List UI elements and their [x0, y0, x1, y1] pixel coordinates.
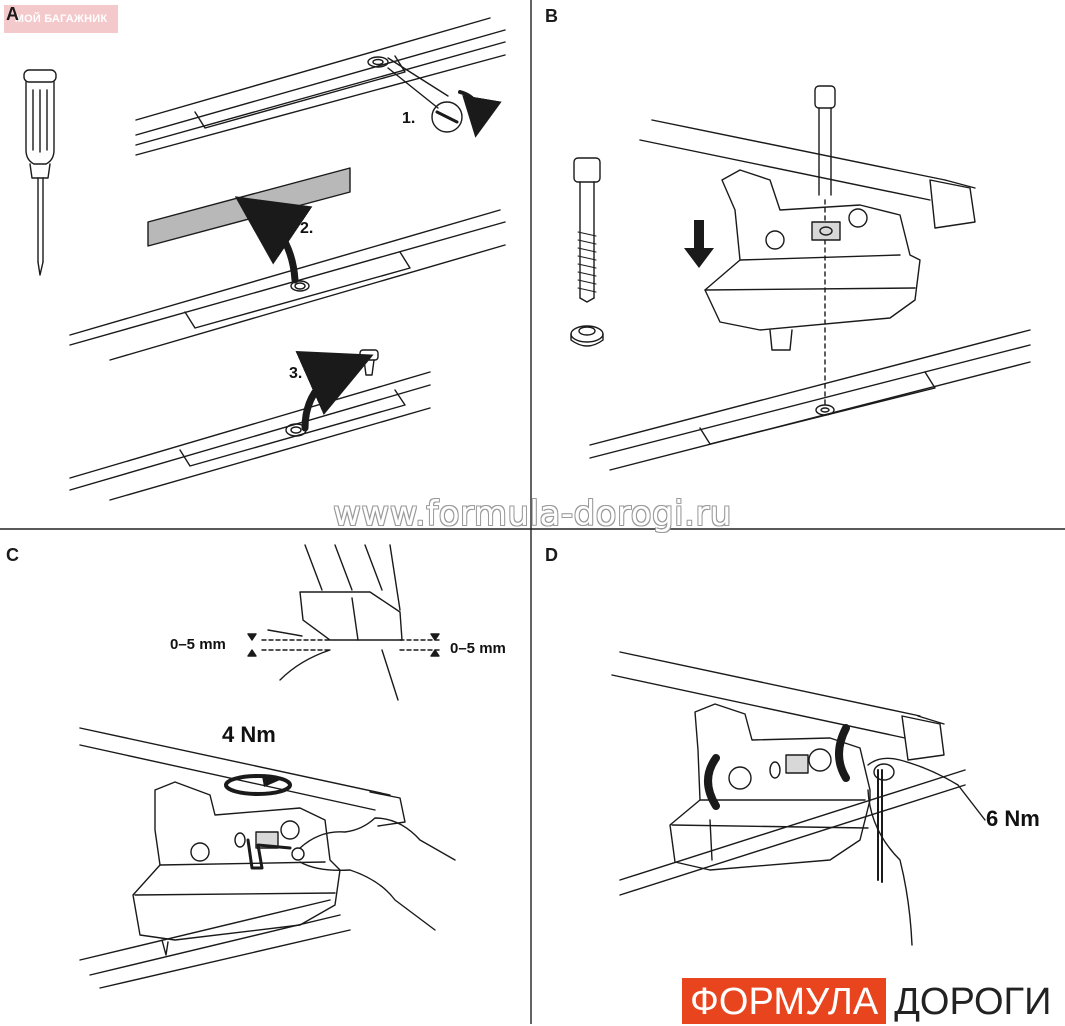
- roof-rail-3: [69, 349, 431, 501]
- roof-rail-2: [69, 196, 506, 361]
- panel-d-drawing: [611, 651, 986, 946]
- torque-arrow-icon: [224, 774, 292, 796]
- watermark: www.formula-dorogi.ru: [333, 494, 732, 534]
- roof-rail-b: [589, 329, 1031, 471]
- panel-letter-d: D: [545, 545, 558, 565]
- panel-letter-a: A: [6, 4, 19, 24]
- bolt-vertical: [814, 85, 836, 406]
- crossbar: [639, 119, 976, 229]
- panel-c-drawing: [79, 544, 456, 989]
- bolt-icon: [570, 157, 604, 347]
- stamp: МОЙ БАГАЖНИК: [4, 5, 118, 33]
- panel-letter-b: B: [545, 6, 558, 26]
- roof-foot: [704, 169, 921, 351]
- crossbar-d: [611, 651, 945, 761]
- brand-logo: ФОРМУЛА ДОРОГИ: [682, 978, 1060, 1024]
- gap-label-right: 0–5 mm: [450, 640, 506, 657]
- roof-rail-1: [135, 17, 506, 156]
- gap-detail: [247, 544, 441, 701]
- down-arrow-icon: [684, 220, 714, 268]
- logo-red-part: ФОРМУЛА: [682, 978, 887, 1024]
- step-number-2: 2.: [300, 220, 314, 237]
- roof-rail-d: [619, 769, 966, 896]
- panel-letter-c: C: [6, 545, 19, 565]
- roof-foot-d: [669, 703, 871, 871]
- roof-foot-c: [132, 781, 341, 956]
- step-number-3: 3.: [289, 365, 303, 382]
- step-number-1: 1.: [402, 110, 416, 127]
- gap-label-left: 0–5 mm: [170, 636, 226, 653]
- rubber-strip: [147, 167, 351, 247]
- torque-label-c: 4 Nm: [222, 722, 276, 747]
- logo-white-part: ДОРОГИ: [886, 978, 1060, 1024]
- hand-d: [867, 757, 986, 946]
- crossbar-c: [79, 727, 406, 827]
- torque-label-d: 6 Nm: [986, 806, 1040, 831]
- panel-a-drawing: [23, 17, 506, 501]
- roof-rail-c: [79, 899, 351, 989]
- screw-slot-detail: [387, 57, 502, 138]
- hand-c: [291, 817, 456, 931]
- screwdriver-icon: [23, 69, 57, 276]
- panel-b-drawing: [570, 85, 1031, 471]
